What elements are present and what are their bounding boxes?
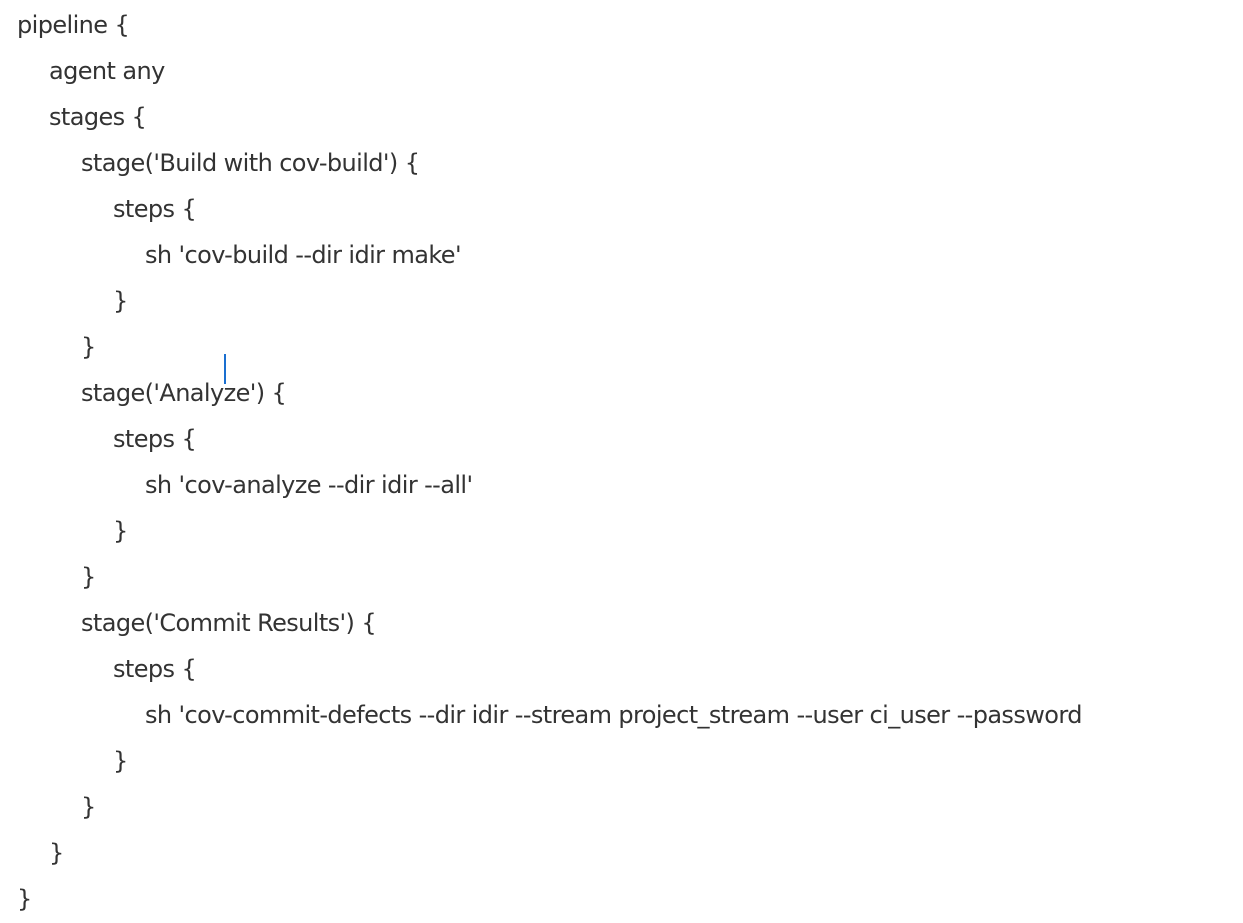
code-line: stages {	[49, 103, 147, 131]
code-line: stage('Build with cov-build') {	[81, 149, 420, 177]
code-text-after-caret: ze') {	[223, 379, 287, 407]
code-line: }	[17, 885, 32, 913]
text-caret	[223, 354, 226, 384]
code-line: }	[113, 747, 128, 775]
code-line: }	[113, 287, 128, 315]
code-text-before-caret: stage('Analy	[81, 379, 224, 407]
code-line: }	[81, 333, 96, 361]
code-line: pipeline {	[17, 11, 130, 39]
code-line: }	[49, 839, 64, 867]
code-line: sh 'cov-build --dir idir make'	[145, 241, 462, 269]
code-line: }	[113, 517, 128, 545]
code-line: steps {	[113, 655, 197, 683]
code-line: sh 'cov-analyze --dir idir --all'	[145, 471, 473, 499]
code-line: stage('Commit Results') {	[81, 609, 377, 637]
code-line: steps {	[113, 195, 197, 223]
code-line: }	[81, 793, 96, 821]
code-line: agent any	[49, 57, 165, 85]
code-line: sh 'cov-commit-defects --dir idir --stre…	[145, 701, 1082, 729]
code-line: }	[81, 563, 96, 591]
code-line: steps {	[113, 425, 197, 453]
